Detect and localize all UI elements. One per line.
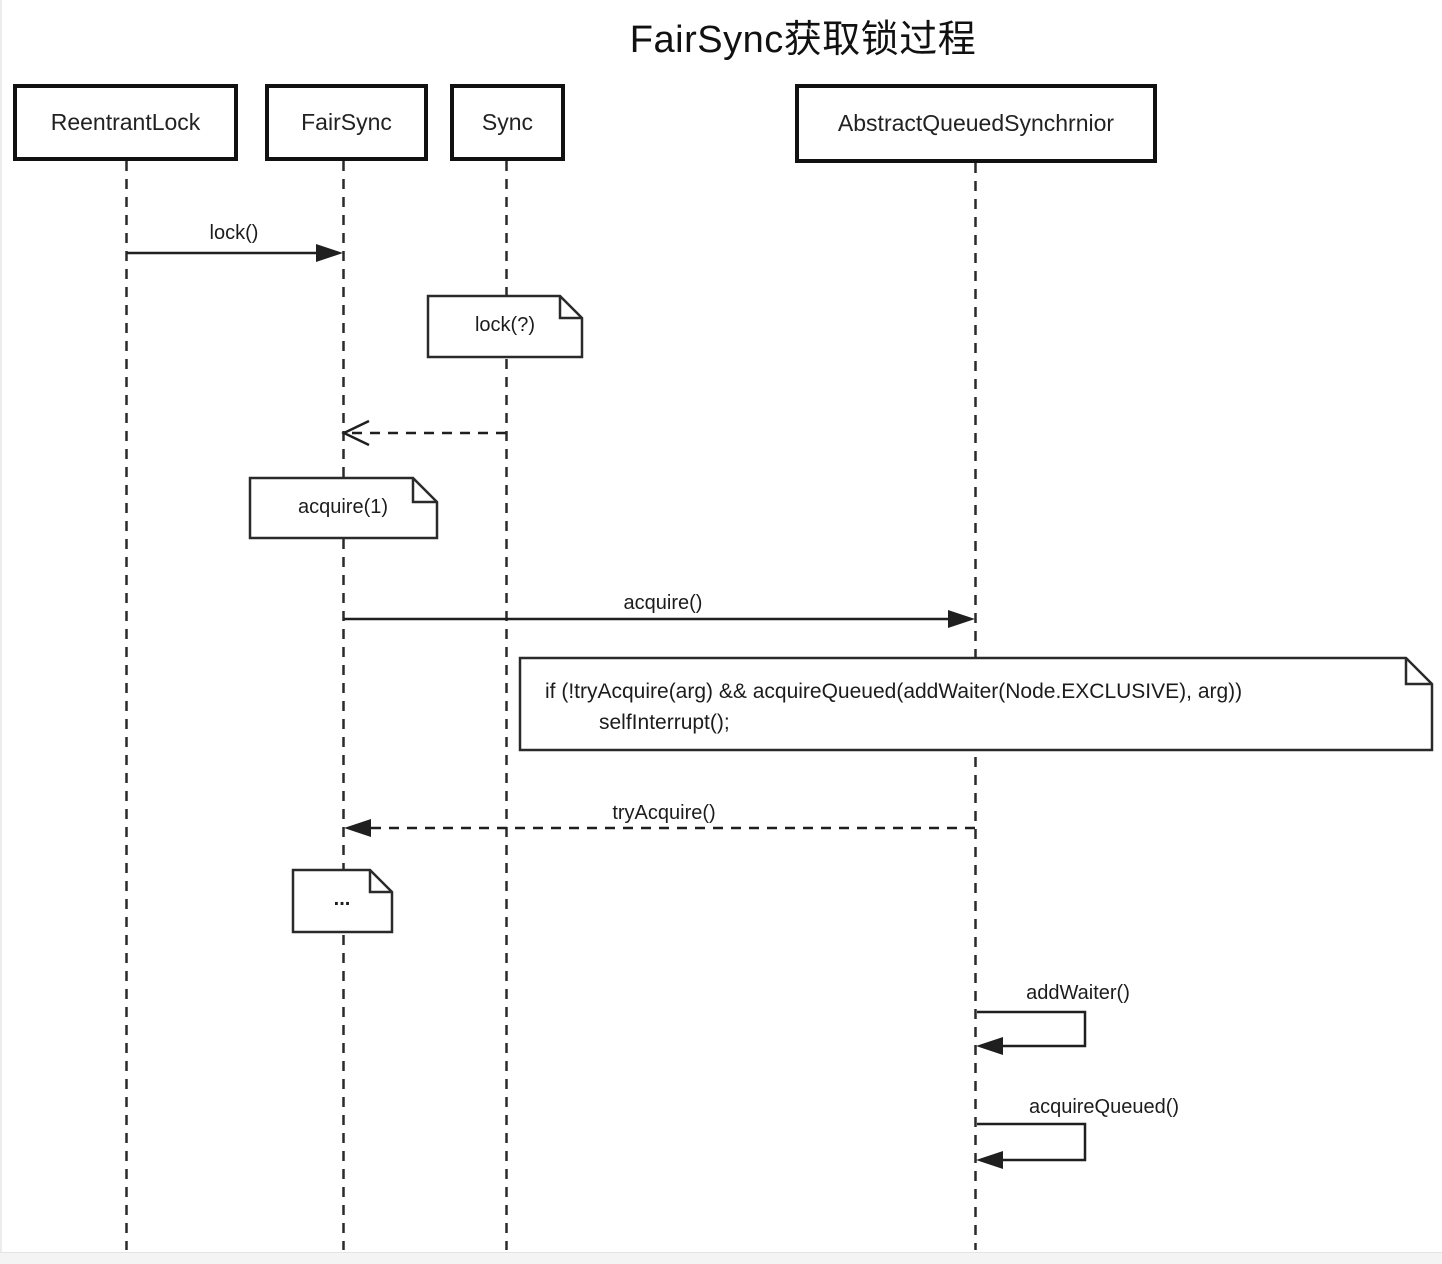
acquire-arrowhead-icon bbox=[948, 610, 975, 628]
actor-label-abstractqueuedsynchrnior: AbstractQueuedSynchrnior bbox=[837, 110, 1115, 136]
note-if-shape bbox=[518, 656, 1434, 752]
actor-box-abstractqueuedsynchrnior: AbstractQueuedSynchrnior bbox=[795, 84, 1157, 163]
message-label-addwaiter: addWaiter() bbox=[1026, 982, 1130, 1004]
addwaiter-arrowhead-icon bbox=[976, 1037, 1003, 1055]
actor-label-fairsync: FairSync bbox=[301, 109, 392, 135]
acquirequeued-arrowhead-icon bbox=[976, 1151, 1003, 1169]
note-fold-icon bbox=[1404, 658, 1432, 686]
note-fold-icon bbox=[411, 478, 437, 504]
note-if-text-line2: selfInterrupt(); bbox=[599, 711, 730, 734]
actor-label-reentrantlock: ReentrantLock bbox=[50, 109, 201, 135]
lock-arrowhead-icon bbox=[316, 244, 343, 262]
note-fold-icon bbox=[368, 870, 392, 894]
note-lock-shape bbox=[426, 294, 584, 359]
note-acquire1-text: acquire(1) bbox=[297, 496, 389, 518]
actor-box-sync: Sync bbox=[450, 84, 565, 161]
message-label-lock: lock() bbox=[209, 222, 259, 244]
acquirequeued-selfcall-line bbox=[977, 1122, 1087, 1162]
message-label-acquire: acquire() bbox=[623, 592, 703, 614]
window-left-edge bbox=[0, 0, 2, 1264]
note-ellipsis-shape bbox=[291, 868, 394, 934]
actor-box-fairsync: FairSync bbox=[265, 84, 428, 161]
actor-label-sync: Sync bbox=[481, 109, 534, 135]
note-ellipsis-text: ... bbox=[333, 888, 351, 910]
diagram-title: FairSync获取锁过程 bbox=[629, 19, 977, 61]
footer-strip bbox=[0, 1252, 1442, 1264]
message-label-tryacquire: tryAcquire() bbox=[612, 802, 716, 824]
actor-box-reentrantlock: ReentrantLock bbox=[13, 84, 238, 161]
note-lock-text: lock(?) bbox=[474, 314, 536, 336]
note-if-text-line1: if (!tryAcquire(arg) && acquireQueued(ad… bbox=[545, 680, 1243, 703]
return-open-arrowhead-icon bbox=[341, 419, 370, 447]
note-fold-icon bbox=[558, 296, 582, 320]
tryacquire-arrowhead-icon bbox=[344, 819, 371, 837]
addwaiter-selfcall-line bbox=[977, 1010, 1087, 1048]
note-acquire1-shape bbox=[248, 476, 439, 540]
message-label-acquirequeued: acquireQueued() bbox=[1028, 1096, 1180, 1118]
